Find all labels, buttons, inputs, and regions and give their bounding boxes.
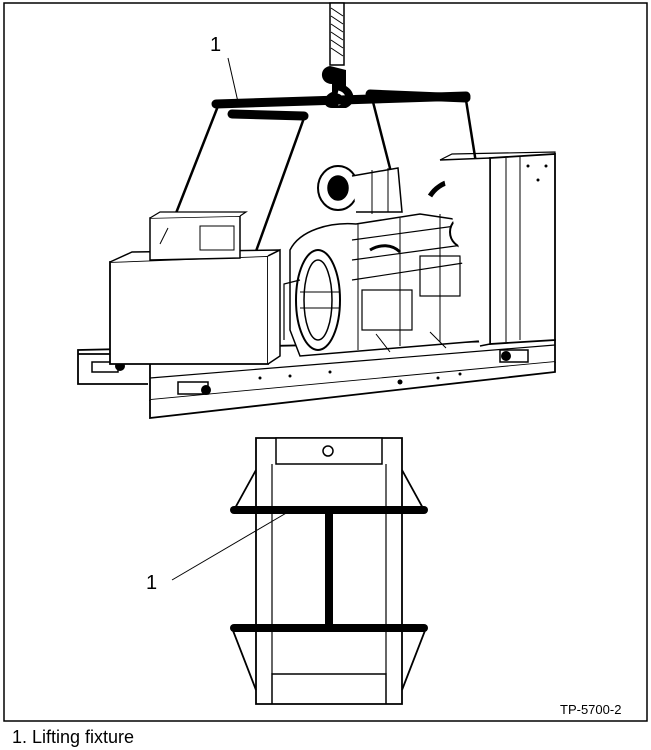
radiator	[439, 151, 556, 347]
figure-id: TP-5700-2	[560, 702, 622, 717]
legend-item: 1. Lifting fixture	[12, 727, 135, 747]
top-view-diagram	[230, 437, 428, 705]
crane-cable	[329, 2, 345, 66]
generator-set	[77, 151, 556, 420]
figure-border	[3, 2, 648, 722]
control-box	[149, 211, 248, 261]
spreader-bar	[211, 89, 471, 121]
callout-leader-top	[227, 57, 239, 103]
callout-leader-bottom	[171, 511, 289, 581]
callout-number-bottom: 1	[146, 572, 158, 594]
alternator-housing	[109, 255, 269, 365]
engine	[283, 165, 508, 357]
callout-number-top: 1	[210, 34, 222, 56]
